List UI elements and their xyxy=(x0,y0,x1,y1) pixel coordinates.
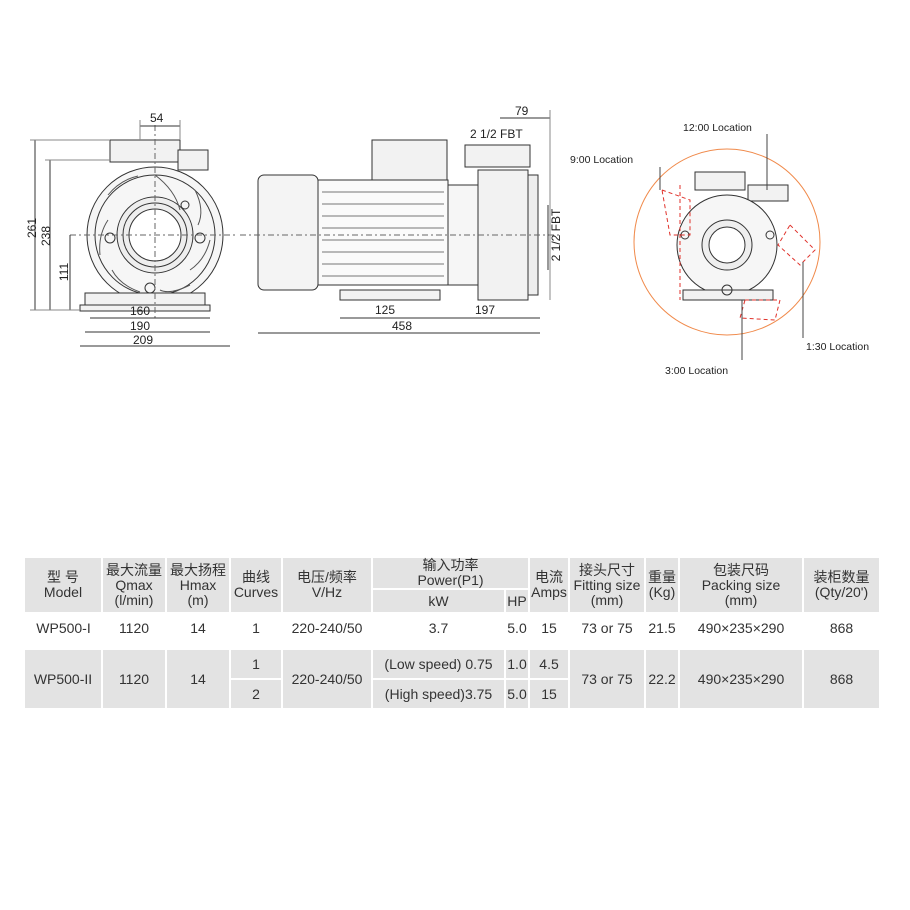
cell-hp: 5.0 xyxy=(505,613,530,642)
cell-hmax: 14 xyxy=(166,650,231,710)
cell-hp: 5.0 xyxy=(505,679,531,710)
cell-amps: 15 xyxy=(529,613,570,642)
cell-voltage: 220-240/50 xyxy=(282,650,373,710)
cell-weight: 21.5 xyxy=(645,613,680,642)
technical-drawing: 54 261 238 111 160 190 209 79 125 458 19… xyxy=(25,104,869,377)
location-3-label: 3:00 Location xyxy=(665,365,728,377)
dim-458: 458 xyxy=(392,319,412,333)
cell-hmax: 14 xyxy=(166,613,230,642)
cell-kw: (High speed)3.75 xyxy=(372,679,506,710)
header-hp: HP xyxy=(505,589,531,614)
cell-curve: 2 xyxy=(230,679,283,710)
location-130-label: 1:30 Location xyxy=(806,341,869,353)
dim-125: 125 xyxy=(375,303,395,317)
cell-voltage: 220-240/50 xyxy=(282,613,372,642)
front-view xyxy=(30,120,235,347)
dim-197: 197 xyxy=(475,303,495,317)
dim-209: 209 xyxy=(133,333,153,347)
cell-kw: (Low speed) 0.75 xyxy=(372,650,506,680)
fitting-label-top: 2 1/2 FBT xyxy=(470,127,523,141)
dim-79: 79 xyxy=(515,104,529,118)
dim-261: 261 xyxy=(25,218,39,238)
header-weight: 重量(Kg) xyxy=(645,558,681,614)
dim-111: 111 xyxy=(57,263,71,282)
cell-qmax: 1120 xyxy=(102,650,167,710)
cell-curve: 1 xyxy=(230,613,282,642)
cell-amps: 15 xyxy=(529,679,571,710)
location-12-label: 12:00 Location xyxy=(683,122,752,134)
cell-kw: 3.7 xyxy=(372,613,505,642)
dim-190: 190 xyxy=(130,319,150,333)
header-kw: kW xyxy=(372,589,506,614)
location-9-label: 9:00 Location xyxy=(570,154,633,166)
cell-packing: 490×235×290 xyxy=(679,650,805,710)
cell-weight: 22.2 xyxy=(645,650,681,710)
cell-model: WP500-I xyxy=(25,613,102,642)
location-view xyxy=(633,134,821,360)
cell-hp: 1.0 xyxy=(505,650,531,680)
cell-qmax: 1120 xyxy=(102,613,166,642)
cell-fitting: 73 or 75 xyxy=(569,650,647,710)
cell-fitting: 73 or 75 xyxy=(569,613,646,642)
table-row: WP500-I 1120 14 1 220-240/50 3.7 5.0 15 … xyxy=(25,613,881,642)
cell-model: WP500-II xyxy=(25,650,103,710)
header-qty: 装柜数量(Qty/20') xyxy=(803,558,882,614)
dim-238: 238 xyxy=(39,226,53,246)
dim-160: 160 xyxy=(130,304,150,318)
table-row: WP500-II 1120 14 1 220-240/50 (Low speed… xyxy=(25,650,882,710)
dim-54: 54 xyxy=(150,111,164,125)
cell-qty: 868 xyxy=(803,650,882,710)
table-row: 2 (High speed)3.75 5.0 15 xyxy=(25,679,880,710)
cell-qty: 868 xyxy=(803,613,881,642)
cell-amps: 4.5 xyxy=(529,650,571,680)
cell-packing: 490×235×290 xyxy=(679,613,804,642)
cell-curve: 1 xyxy=(230,650,283,680)
side-view xyxy=(240,110,560,334)
fitting-label-side: 2 1/2 FBT xyxy=(549,208,563,261)
